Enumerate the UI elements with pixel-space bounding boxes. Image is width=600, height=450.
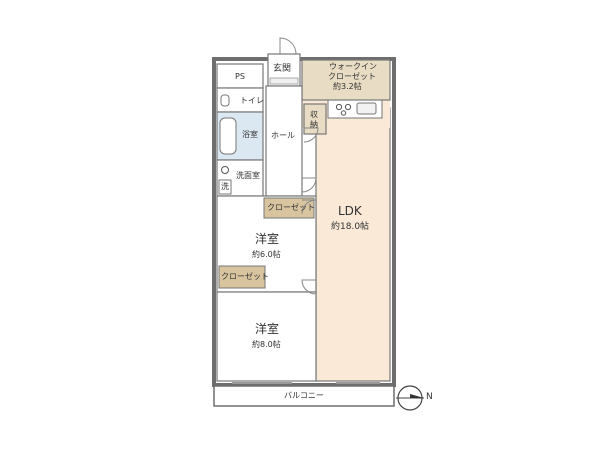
balcony-label: バルコニー xyxy=(284,391,324,400)
storage-floor xyxy=(303,103,327,135)
western1-label: 洋室 xyxy=(255,232,280,246)
toilet-bowl xyxy=(220,94,230,107)
bath-label: 浴室 xyxy=(242,130,258,139)
kitchen-sink xyxy=(356,102,377,115)
entrance-door-swing xyxy=(279,37,297,55)
western-room-8 xyxy=(216,291,317,382)
door-swing xyxy=(301,279,317,295)
washroom-label: 洗面室 xyxy=(236,171,260,180)
compass-north-label: N xyxy=(426,392,433,402)
western1-size: 約6.0帖 xyxy=(252,250,281,259)
stove-burner xyxy=(335,103,343,111)
washer-space xyxy=(218,179,232,195)
washbasin xyxy=(221,166,229,174)
ldk-label: LDK xyxy=(338,204,362,218)
washer-label: 洗 xyxy=(221,182,229,191)
western2-label: 洋室 xyxy=(255,322,280,336)
ldk-size: 約18.0帖 xyxy=(331,222,370,232)
walkin-label-line1: ウォークイン xyxy=(329,62,377,71)
stove-burner xyxy=(340,110,347,116)
closet-upper-label: クローゼット xyxy=(267,203,315,212)
ps-room xyxy=(216,63,264,89)
walkin-size: 約3.2帖 xyxy=(333,82,362,91)
hall-floor xyxy=(265,85,303,197)
ldk-floor xyxy=(315,107,391,382)
balcony xyxy=(213,385,395,407)
bathtub xyxy=(219,117,237,155)
entrance-step xyxy=(269,77,299,85)
closet-lower-label: クローゼット xyxy=(221,272,269,281)
storage-label-line2: 納 xyxy=(310,120,318,129)
stove-burner xyxy=(344,103,352,111)
western2-size: 約8.0帖 xyxy=(252,340,281,349)
door-swing xyxy=(301,177,317,193)
walkin-label-line2: クローゼット xyxy=(328,72,376,81)
entrance-label: 玄関 xyxy=(273,64,292,74)
hall-label: ホール xyxy=(271,131,295,140)
storage-label-line1: 収 xyxy=(310,110,318,119)
walkin-closet-floor xyxy=(301,59,391,101)
closet-lower xyxy=(218,265,266,289)
door-swing xyxy=(301,199,317,215)
door-swing xyxy=(303,127,319,143)
compass-icon xyxy=(396,385,424,411)
ps-label: PS xyxy=(235,72,245,81)
toilet-label: トイレ xyxy=(240,96,264,105)
closet-upper xyxy=(263,197,315,219)
